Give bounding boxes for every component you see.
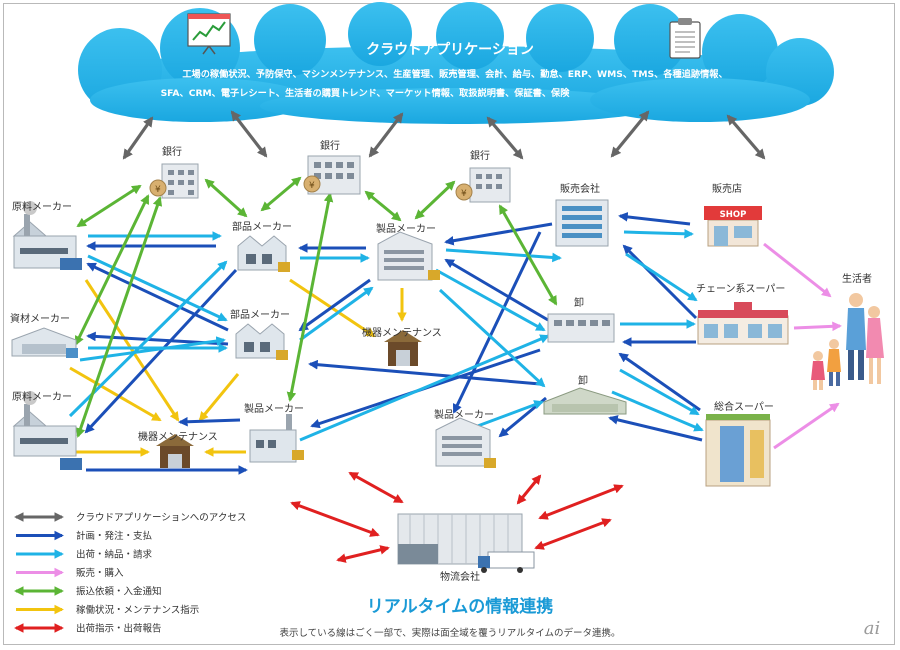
legend-item: 計画・発注・支払 — [16, 530, 153, 542]
wholesale-label-1: 卸 — [574, 296, 584, 309]
maintenance-shop-1 — [384, 330, 422, 366]
parts-factory-2 — [235, 323, 288, 360]
legend-label: 出荷指示・出荷報告 — [76, 623, 162, 635]
legend-label: 販売・購入 — [76, 567, 124, 579]
raw-maker-label-2: 原料メーカー — [12, 390, 72, 403]
legend-label: 振込依頼・入金通知 — [76, 586, 162, 598]
headline: リアルタイムの情報連携 — [367, 596, 554, 617]
bank-label-2: 銀行 — [320, 139, 340, 152]
parts-factory-1 — [237, 235, 290, 272]
material-warehouse — [11, 327, 78, 358]
sales-company-building — [555, 199, 609, 247]
logistics-label: 物流会社 — [440, 570, 480, 583]
material-maker-label: 資材メーカー — [10, 312, 70, 325]
shop-label: 販売店 — [712, 182, 742, 195]
wholesale-warehouse-2 — [543, 387, 627, 415]
raw-material-factory-1 — [12, 201, 82, 270]
shop-sign-text: SHOP — [720, 210, 747, 220]
bank-building-1: ¥ — [149, 163, 199, 199]
legend-label: クラウドアプリケーションへのアクセス — [76, 513, 246, 524]
legend-label: 稼働状況・メンテナンス指示 — [76, 604, 199, 616]
product-factory-3 — [435, 417, 496, 468]
transfer-notice-arrows — [74, 176, 558, 438]
raw-material-factory-2 — [12, 391, 82, 470]
legend-item: 販売・購入 — [16, 567, 124, 579]
bank-label-3: 銀行 — [470, 149, 490, 162]
product-maker-label-2: 製品メーカー — [244, 402, 304, 415]
clipboard-document-icon — [669, 18, 701, 59]
diagram-frame — [3, 3, 895, 645]
legend-item: クラウドアプリケーションへのアクセス — [14, 512, 246, 524]
cloud-items-line2: SFA、CRM、電子レシート、生活者の購買トレンド、マーケット情報、取扱説明書、… — [161, 87, 571, 99]
cloud-application-banner: クラウドアプリケーション 工場の稼働状況、予防保守、マシンメンテナンス、生産管理… — [78, 2, 834, 124]
product-maker-label-3: 製品メーカー — [434, 408, 494, 421]
bank-label-1: 銀行 — [162, 145, 182, 158]
wholesale-label-2: 卸 — [578, 374, 588, 387]
order-payment-arrows — [84, 212, 703, 475]
raw-maker-label-1: 原料メーカー — [12, 200, 72, 213]
svg-text:¥: ¥ — [155, 185, 161, 195]
general-supermarket-label: 総合スーパー — [714, 400, 774, 413]
parts-maker-label-2: 部品メーカー — [230, 308, 290, 321]
presentation-board-icon — [187, 13, 231, 55]
legend-item: 稼働状況・メンテナンス指示 — [16, 604, 199, 616]
legend: クラウドアプリケーションへのアクセス計画・発注・支払出荷・納品・請求販売・購入振… — [14, 512, 246, 635]
sales-company-label: 販売会社 — [560, 182, 600, 195]
general-supermarket-building — [705, 414, 771, 487]
consumer-label: 生活者 — [842, 272, 872, 285]
bank-building-3: ¥ — [455, 167, 511, 203]
legend-label: 出荷・納品・請求 — [76, 549, 153, 561]
svg-text:¥: ¥ — [309, 181, 315, 191]
product-factory-1 — [377, 231, 440, 281]
cloud-access-arrows — [122, 110, 766, 160]
cloud-title: クラウドアプリケーション — [366, 42, 534, 58]
legend-item: 出荷・納品・請求 — [16, 549, 153, 561]
svg-text:¥: ¥ — [461, 189, 467, 199]
sales-purchase-arrows — [763, 242, 842, 450]
maintenance-label-1: 機器メンテナンス — [362, 326, 442, 339]
consumer-family-illustration — [811, 293, 884, 390]
product-maker-label-1: 製品メーカー — [376, 222, 436, 235]
legend-label: 計画・発注・支払 — [76, 530, 153, 542]
chain-supermarket-label: チェーン系スーパー — [696, 283, 785, 295]
maintenance-shop-2 — [156, 434, 194, 468]
bank-building-2: ¥ — [303, 155, 361, 195]
retail-shop: SHOP — [704, 206, 762, 247]
parts-maker-label-1: 部品メーカー — [232, 220, 292, 233]
legend-item: 振込依頼・入金通知 — [14, 586, 162, 598]
product-factory-2 — [249, 414, 304, 463]
logistics-warehouse — [397, 513, 535, 573]
wholesale-building-1 — [547, 313, 615, 343]
footnote: 表示している線はごく一部で、実際は面全域を覆うリアルタイムのデータ連携。 — [279, 627, 620, 639]
chain-supermarket-building — [697, 302, 789, 345]
shipping-instruction-arrows — [290, 471, 624, 563]
legend-item: 出荷指示・出荷報告 — [14, 623, 162, 635]
publisher-logo: ai — [864, 618, 881, 639]
maintenance-label-2: 機器メンテナンス — [138, 430, 218, 443]
cloud-items-line1: 工場の稼働状況、予防保守、マシンメンテナンス、生産管理、販売管理、会計、給与、勤… — [182, 68, 727, 80]
